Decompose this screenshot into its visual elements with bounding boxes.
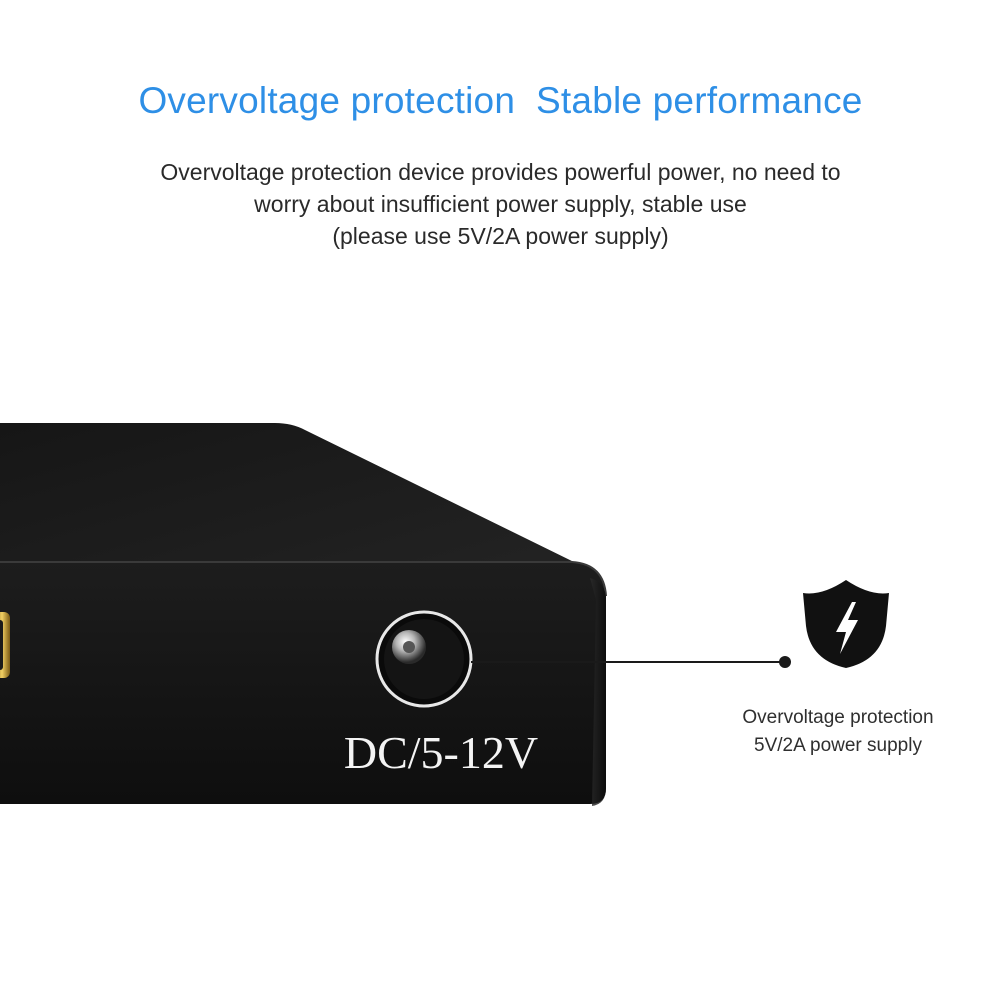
device-side-edge: [590, 578, 606, 806]
callout-text: Overvoltage protection 5V/2A power suppl…: [696, 704, 980, 760]
headline: Overvoltage protection Stable performanc…: [138, 80, 863, 121]
callout-connector: [471, 656, 791, 668]
shield-lightning-icon: [803, 580, 889, 668]
port-label: DC/5-12V: [343, 727, 539, 778]
callout-line-1: Overvoltage protection: [742, 707, 934, 728]
description-line-2: worry about insufficient power supply, s…: [254, 191, 747, 217]
device-top-panel: [0, 423, 602, 590]
description-line-3: (please use 5V/2A power supply): [332, 223, 669, 249]
description-line-1: Overvoltage protection device provides p…: [160, 159, 841, 185]
dc-power-jack-icon: [375, 610, 473, 708]
callout-line-2: 5V/2A power supply: [754, 735, 922, 756]
gold-port-edge: [0, 612, 10, 678]
description: Overvoltage protection device provides p…: [0, 156, 1001, 252]
